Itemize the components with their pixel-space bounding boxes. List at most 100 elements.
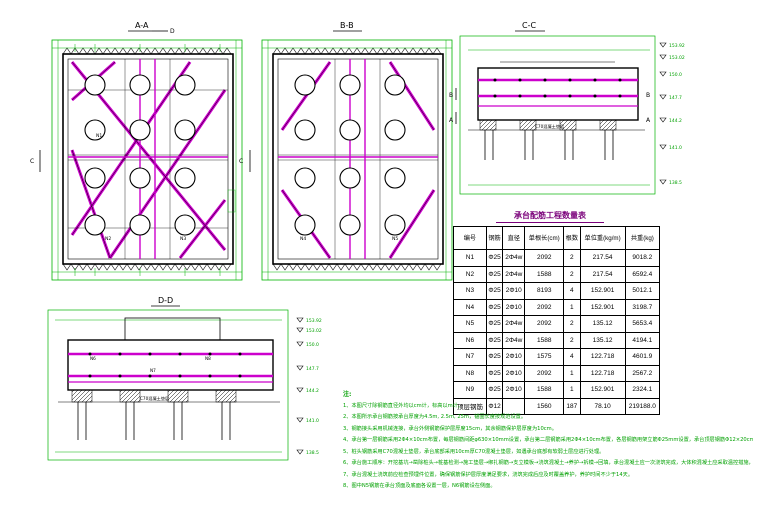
cc-side-a: A	[449, 117, 454, 124]
table-cell: 2567.2	[624, 364, 661, 382]
dd-title: D-D	[158, 296, 173, 305]
dd-c70-label: C70混凝土垫层	[140, 395, 169, 402]
cc-elev-0: 153.92	[669, 43, 685, 49]
table-cell: 2Φ10	[502, 298, 526, 316]
table-cell: N3	[453, 282, 487, 300]
table-cell: Φ12	[485, 397, 504, 415]
note-line: 8、图中N5钢筋在承台顶面及底面各设置一层，N6钢筋设在侧面。	[343, 483, 496, 489]
table-cell: Φ25	[485, 331, 504, 349]
note-line: 5、桩头钢筋采用C70混凝土垫层，承台底部采用10cm厚C70混凝土垫层，如遇承…	[343, 448, 605, 455]
aa-title: A-A	[135, 21, 149, 30]
dd-piles	[77, 402, 231, 440]
view-bb: B-B N4 N5	[261, 21, 453, 281]
table-cell: 2Φ4w	[502, 331, 526, 349]
header-cell: 根数	[563, 226, 581, 250]
table-cell: 1	[563, 364, 581, 382]
table-cell: 217.54	[579, 249, 626, 267]
table-cell: 8193	[524, 282, 565, 300]
quantity-table-title: 承台配筋工程数量表	[514, 211, 586, 220]
view-aa: A-A D N1 N2 N3	[51, 21, 243, 281]
table-cell: N8	[453, 364, 487, 382]
cc-side-b-right: B	[646, 92, 650, 99]
table-cell: 顶层钢筋	[453, 397, 487, 415]
table-cell: 9018.2	[624, 249, 661, 267]
table-cell: 2092	[524, 249, 565, 267]
header-cell: 单位重(kg/m)	[579, 226, 626, 250]
aa-label-n1: N1	[96, 133, 102, 139]
note-line: 7、承台混凝土浇筑前应检查预埋件位置，确保钢筋保护层厚度满足要求，浇筑完成后应及…	[343, 471, 634, 478]
table-cell: 2092	[524, 364, 565, 382]
table-cell: 2	[563, 315, 581, 333]
cc-elev-6: 138.5	[669, 180, 682, 186]
note-line: 4、承台第一层钢筋采用2Φ4×10cm布置，每层钢筋间距φ630×10mm设置，…	[343, 437, 753, 443]
table-cell: Φ25	[485, 249, 504, 267]
table-cell: 1588	[524, 265, 565, 283]
aa-arrow-mark: D	[170, 28, 175, 35]
dd-label-n8: N8	[205, 356, 211, 361]
aa-cap-outline	[62, 53, 234, 265]
table-cell: 135.12	[579, 331, 626, 349]
table-cell: 2Φ4w	[502, 315, 526, 333]
aa-label-n2: N2	[105, 236, 111, 242]
bb-label-n5: N5	[392, 236, 398, 242]
dd-elev-3: 147.7	[306, 366, 319, 372]
table-cell: N6	[453, 331, 487, 349]
table-cell: Φ25	[485, 282, 504, 300]
dd-elev-2: 150.0	[306, 342, 319, 348]
note-line: 1、本图尺寸除钢筋直径外均以cm计，标高以m计。	[343, 402, 464, 409]
table-cell: N1	[453, 249, 487, 267]
table-cell: 2Φ10	[502, 364, 526, 382]
table-cell: 122.718	[579, 364, 626, 382]
header-cell: 钢筋	[485, 226, 504, 250]
bb-cap-outline	[272, 53, 444, 265]
header-cell: 单根长(cm)	[524, 226, 565, 250]
table-cell: 5653.4	[624, 315, 661, 333]
table-cell: Φ25	[485, 364, 504, 382]
table-cell: 3198.7	[624, 298, 661, 316]
cc-elev-5: 141.0	[669, 145, 682, 151]
cc-cap-body	[477, 67, 639, 121]
table-cell: 219188.0	[624, 397, 661, 415]
aa-saw-edge-bottom	[62, 263, 232, 271]
dd-pads	[71, 389, 237, 403]
table-cell: N7	[453, 348, 487, 366]
table-cell: Φ25	[485, 315, 504, 333]
table-cell: 2324.1	[624, 381, 661, 399]
table-cell: 2Φ4w	[502, 249, 526, 267]
cc-elev-1: 153.02	[669, 55, 685, 61]
table-cell: Φ25	[485, 348, 504, 366]
dd-elev-5: 141.0	[306, 418, 319, 424]
table-cell: 1588	[524, 331, 565, 349]
table-cell: 2Φ10	[502, 348, 526, 366]
note-line: 3、钢筋接头采用机械连接，承台外侧钢筋保护层厚度15cm，其余钢筋保护层厚度为1…	[343, 425, 557, 432]
dd-elev-4: 144.2	[306, 388, 319, 394]
table-cell: 1	[563, 298, 581, 316]
table-cell: 2092	[524, 315, 565, 333]
cc-c70-label: C70混凝土垫层	[535, 123, 564, 130]
header-cell: 编号	[453, 226, 487, 250]
cc-piles	[484, 130, 614, 160]
dd-label-n6: N6	[90, 356, 96, 361]
header-cell: 共重(kg)	[624, 226, 661, 250]
dd-elevations: 153.92 153.02 150.0 147.7 144.2 141.0 13…	[296, 317, 322, 456]
section-mark-c-right: C	[239, 158, 243, 165]
dd-label-n7: N7	[150, 368, 156, 373]
table-cell: 5012.1	[624, 282, 661, 300]
table-cell: 122.718	[579, 348, 626, 366]
table-cell: 4194.1	[624, 331, 661, 349]
cc-side-a-right: A	[646, 117, 651, 124]
table-cell: 217.54	[579, 265, 626, 283]
drawing-notes: 注: 1、本图尺寸除钢筋直径外均以cm计，标高以m计。 2、本图所示承台钢筋按承…	[343, 389, 753, 493]
table-cell: 2092	[524, 298, 565, 316]
header-cell: 直径	[502, 226, 526, 250]
table-cell: 187	[563, 397, 581, 415]
table-cell: 152.901	[579, 282, 626, 300]
table-cell: N5	[453, 315, 487, 333]
cc-side-b: B	[449, 92, 453, 99]
